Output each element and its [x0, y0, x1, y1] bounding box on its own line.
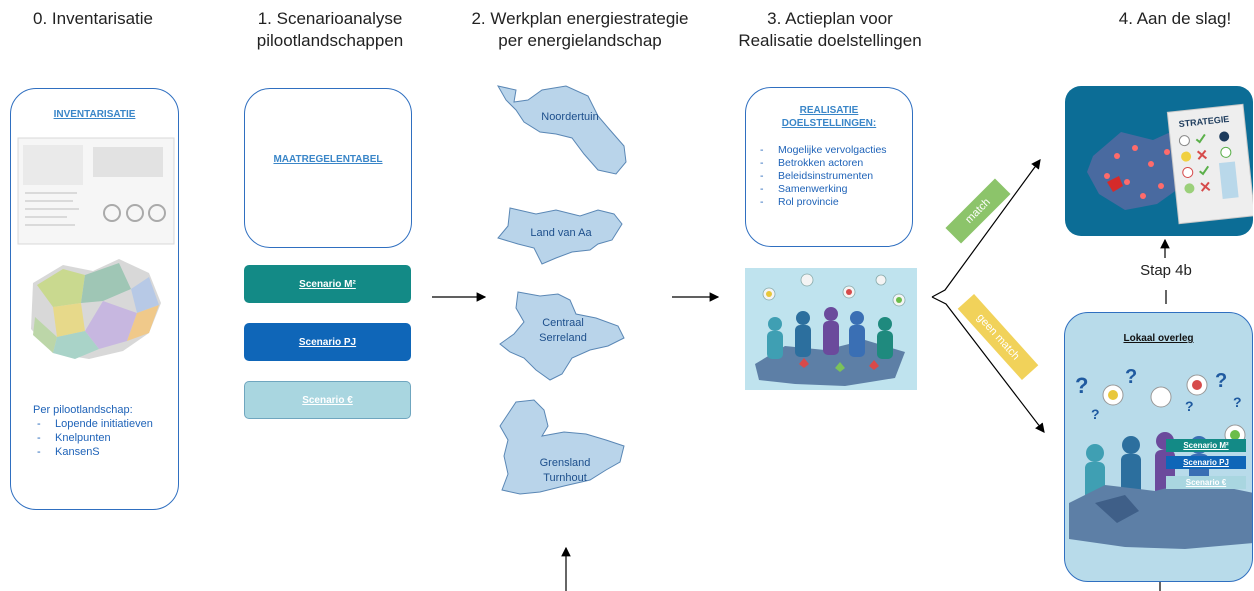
list-item: Lopende initiatieven: [33, 417, 178, 431]
region-land-van-aa-label: Land van Aa: [530, 227, 592, 239]
inventory-box: INVENTARISATIE Per pilootlandschap: Lope…: [10, 88, 179, 510]
list-item: Knelpunten: [33, 431, 178, 445]
measures-table-box: MAATREGELENTABEL: [244, 88, 412, 248]
region-grensland-turnhout-shape: [499, 399, 625, 495]
list-item: Rol provincie: [756, 196, 912, 209]
arrow-no-match: [931, 296, 1045, 433]
strategy-illustration: STRATEGIE: [1065, 86, 1253, 236]
overleg-scenario-euro[interactable]: Scenario €: [1166, 476, 1246, 489]
scenario-m2-button[interactable]: Scenario M²: [244, 265, 411, 303]
inventory-list: Per pilootlandschap: Lopende initiatieve…: [33, 403, 178, 459]
svg-text:?: ?: [1125, 366, 1137, 388]
svg-text:?: ?: [1075, 373, 1088, 398]
region-noordertuin-label: Noordertuin: [541, 111, 599, 123]
list-item: KansenS: [33, 445, 178, 459]
scenario-euro-button[interactable]: Scenario €: [244, 381, 411, 419]
list-item: Mogelijke vervolgacties: [756, 144, 912, 157]
measures-heading: MAATREGELENTABEL: [273, 154, 383, 165]
inventory-intro: Per pilootlandschap:: [33, 404, 133, 416]
list-item: Betrokken actoren: [756, 157, 912, 170]
scenario-pj-button[interactable]: Scenario PJ: [244, 323, 411, 361]
region-centraal-serreland-shape: [499, 291, 625, 381]
svg-text:?: ?: [1233, 394, 1242, 410]
local-consultation-box: Lokaal overleg ?? ?? ??: [1064, 312, 1253, 582]
inventory-heading: INVENTARISATIE: [53, 109, 136, 120]
svg-text:?: ?: [1185, 398, 1194, 414]
overleg-scenario-pj[interactable]: Scenario PJ: [1166, 456, 1246, 469]
list-item: Samenwerking: [756, 183, 912, 196]
inventory-document-thumbnail: [17, 137, 175, 245]
region-noordertuin-shape: [497, 85, 627, 175]
overleg-scenario-m2[interactable]: Scenario M²: [1166, 439, 1246, 452]
stakeholders-illustration: [745, 268, 917, 390]
province-map-thumbnail: [31, 259, 161, 359]
step-4-title: 4. Aan de slag!: [1118, 9, 1232, 28]
step-0-title: 0. Inventarisatie: [32, 9, 153, 28]
svg-text:?: ?: [1215, 370, 1227, 392]
region-land-van-aa-shape: [497, 207, 623, 265]
arrow-match: [931, 159, 1041, 298]
svg-text:?: ?: [1091, 406, 1100, 422]
local-consultation-heading: Lokaal overleg: [1123, 333, 1194, 344]
list-item: Beleidsinstrumenten: [756, 170, 912, 183]
realisation-list: Mogelijke vervolgacties Betrokken actore…: [756, 144, 912, 209]
stap-4b-label: Stap 4b: [1140, 262, 1192, 279]
